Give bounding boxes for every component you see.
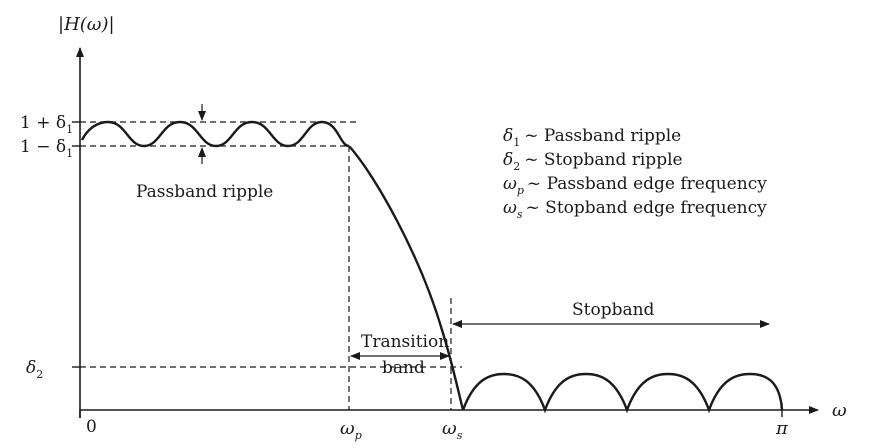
transition-curve (348, 145, 465, 411)
x-tick-label-pi: π (775, 418, 789, 439)
transition-label-line2: band (382, 358, 425, 378)
y-tick-label-delta2: δ2 (26, 358, 43, 381)
transition-label-line1: Transition (361, 332, 449, 352)
y-tick-label-lower: 1 − δ1 (20, 137, 73, 160)
legend-item-delta1: δ1~ Passband ripple (503, 126, 681, 149)
y-tick-label-upper: 1 + δ1 (20, 113, 73, 136)
legend-item-omega-s: ωs~ Stopband edge frequency (503, 198, 767, 221)
passband-ripple-label: Passband ripple (136, 182, 273, 202)
x-tick-label-omega-p: ωp (340, 418, 362, 442)
y-axis-label: |H(ω)| (58, 14, 115, 35)
x-tick-label-origin: 0 (86, 417, 97, 437)
passband-ripple-curve (80, 120, 350, 148)
legend-item-delta2: δ2~ Stopband ripple (503, 150, 683, 173)
stopband-lobes-curve (461, 372, 784, 414)
stopband-label: Stopband (572, 300, 655, 320)
x-tick-label-omega-s: ωs (442, 418, 463, 442)
x-axis-label: ω (832, 400, 847, 421)
legend-item-omega-p: ωp~ Passband edge frequency (503, 174, 767, 197)
legend: δ1~ Passband ripple δ2~ Stopband ripple … (503, 126, 767, 221)
